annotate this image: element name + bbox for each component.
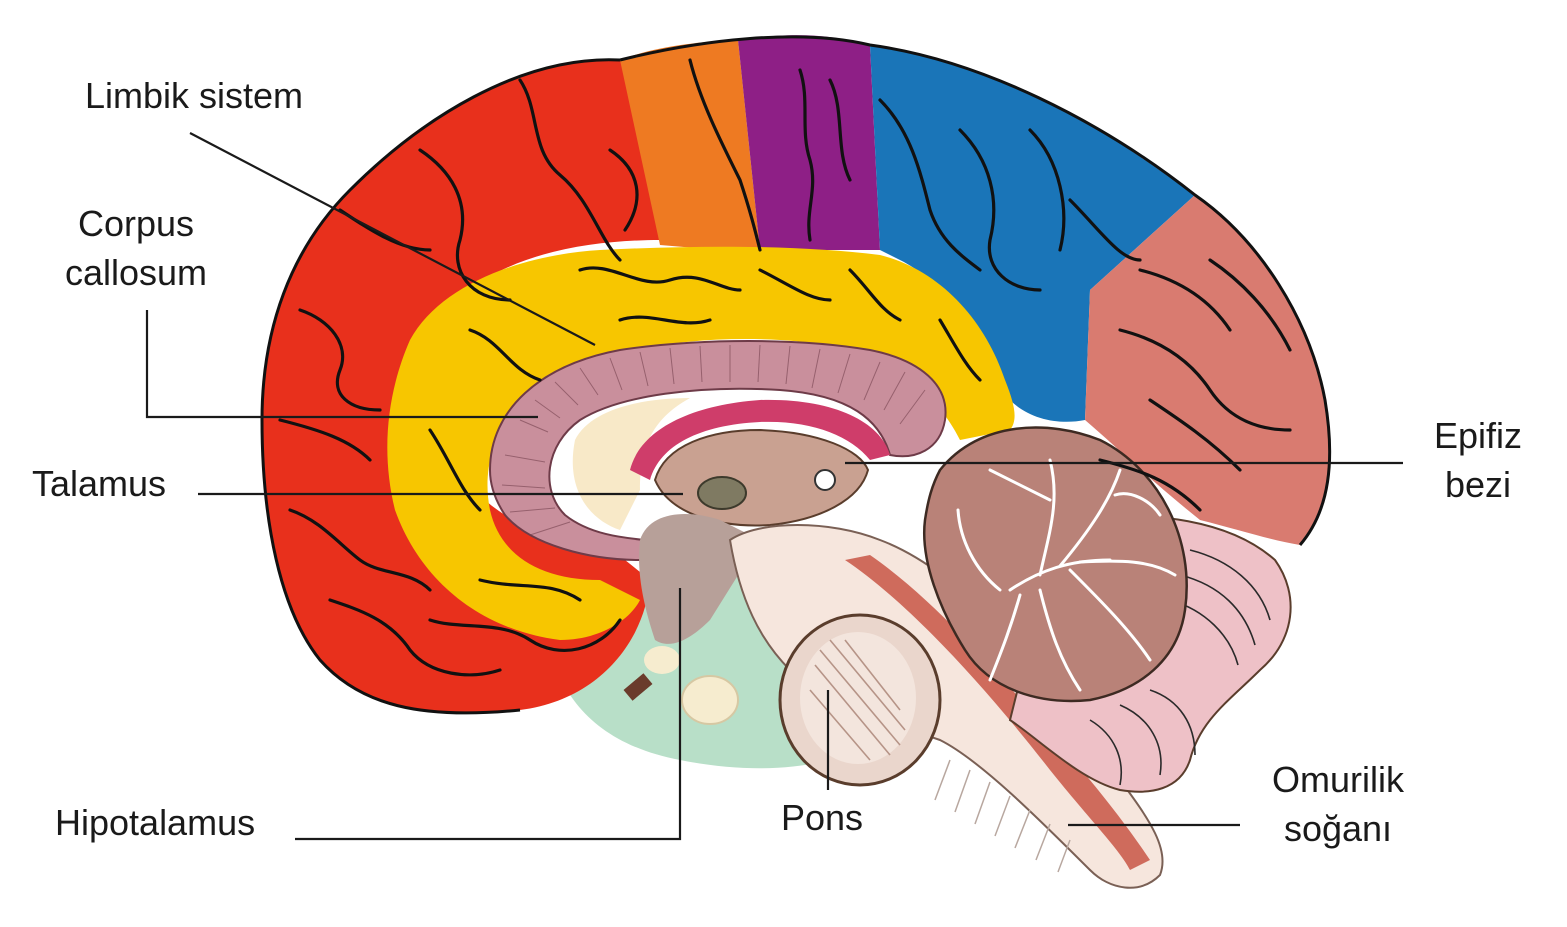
leader-hipotalamus	[295, 588, 682, 841]
septum-region	[572, 398, 690, 530]
pituitary-gland	[681, 675, 739, 725]
hypothalamus-region	[639, 514, 760, 644]
optic-area	[644, 646, 680, 674]
leader-lines	[145, 132, 1403, 841]
premotor-region	[620, 40, 760, 250]
thalamus-nucleus	[697, 476, 747, 510]
arbor-vitae	[956, 458, 1177, 692]
cerebellum-outer-folia	[1089, 549, 1271, 786]
label-epifiz-line2: bezi	[1445, 464, 1511, 505]
label-epifiz-line1: Epifiz	[1434, 415, 1522, 456]
fornix-region	[630, 399, 890, 480]
label-talamus: Talamus	[32, 463, 166, 504]
label-corpus-callosum-line1: Corpus	[78, 203, 194, 244]
thalamus-region	[653, 428, 870, 527]
brainstem-core	[845, 555, 1150, 870]
leader-corpus-callosum	[145, 310, 538, 419]
label-omurilik-line1: Omurilik	[1272, 759, 1405, 800]
label-hipotalamus: Hipotalamus	[55, 802, 255, 843]
limbic-system-region	[387, 246, 1015, 640]
occipital-lobe	[1085, 195, 1330, 545]
label-pons: Pons	[781, 797, 863, 838]
label-limbik-sistem: Limbik sistem	[85, 75, 303, 116]
cerebrum-outline	[260, 35, 1332, 715]
cerebellum-region	[923, 426, 1188, 703]
pineal-gland	[814, 469, 836, 491]
corpus-callosum-striations	[501, 344, 926, 536]
medulla-striations	[934, 759, 1071, 873]
cortex-sulci	[278, 58, 1292, 677]
motor-region	[738, 35, 880, 250]
label-corpus-callosum-line2: callosum	[65, 252, 207, 293]
pons-fibers	[809, 639, 906, 761]
label-omurilik-line2: soğanı	[1284, 808, 1392, 849]
leader-limbik-sistem	[189, 132, 596, 346]
optic-chiasm-mark	[623, 673, 653, 701]
